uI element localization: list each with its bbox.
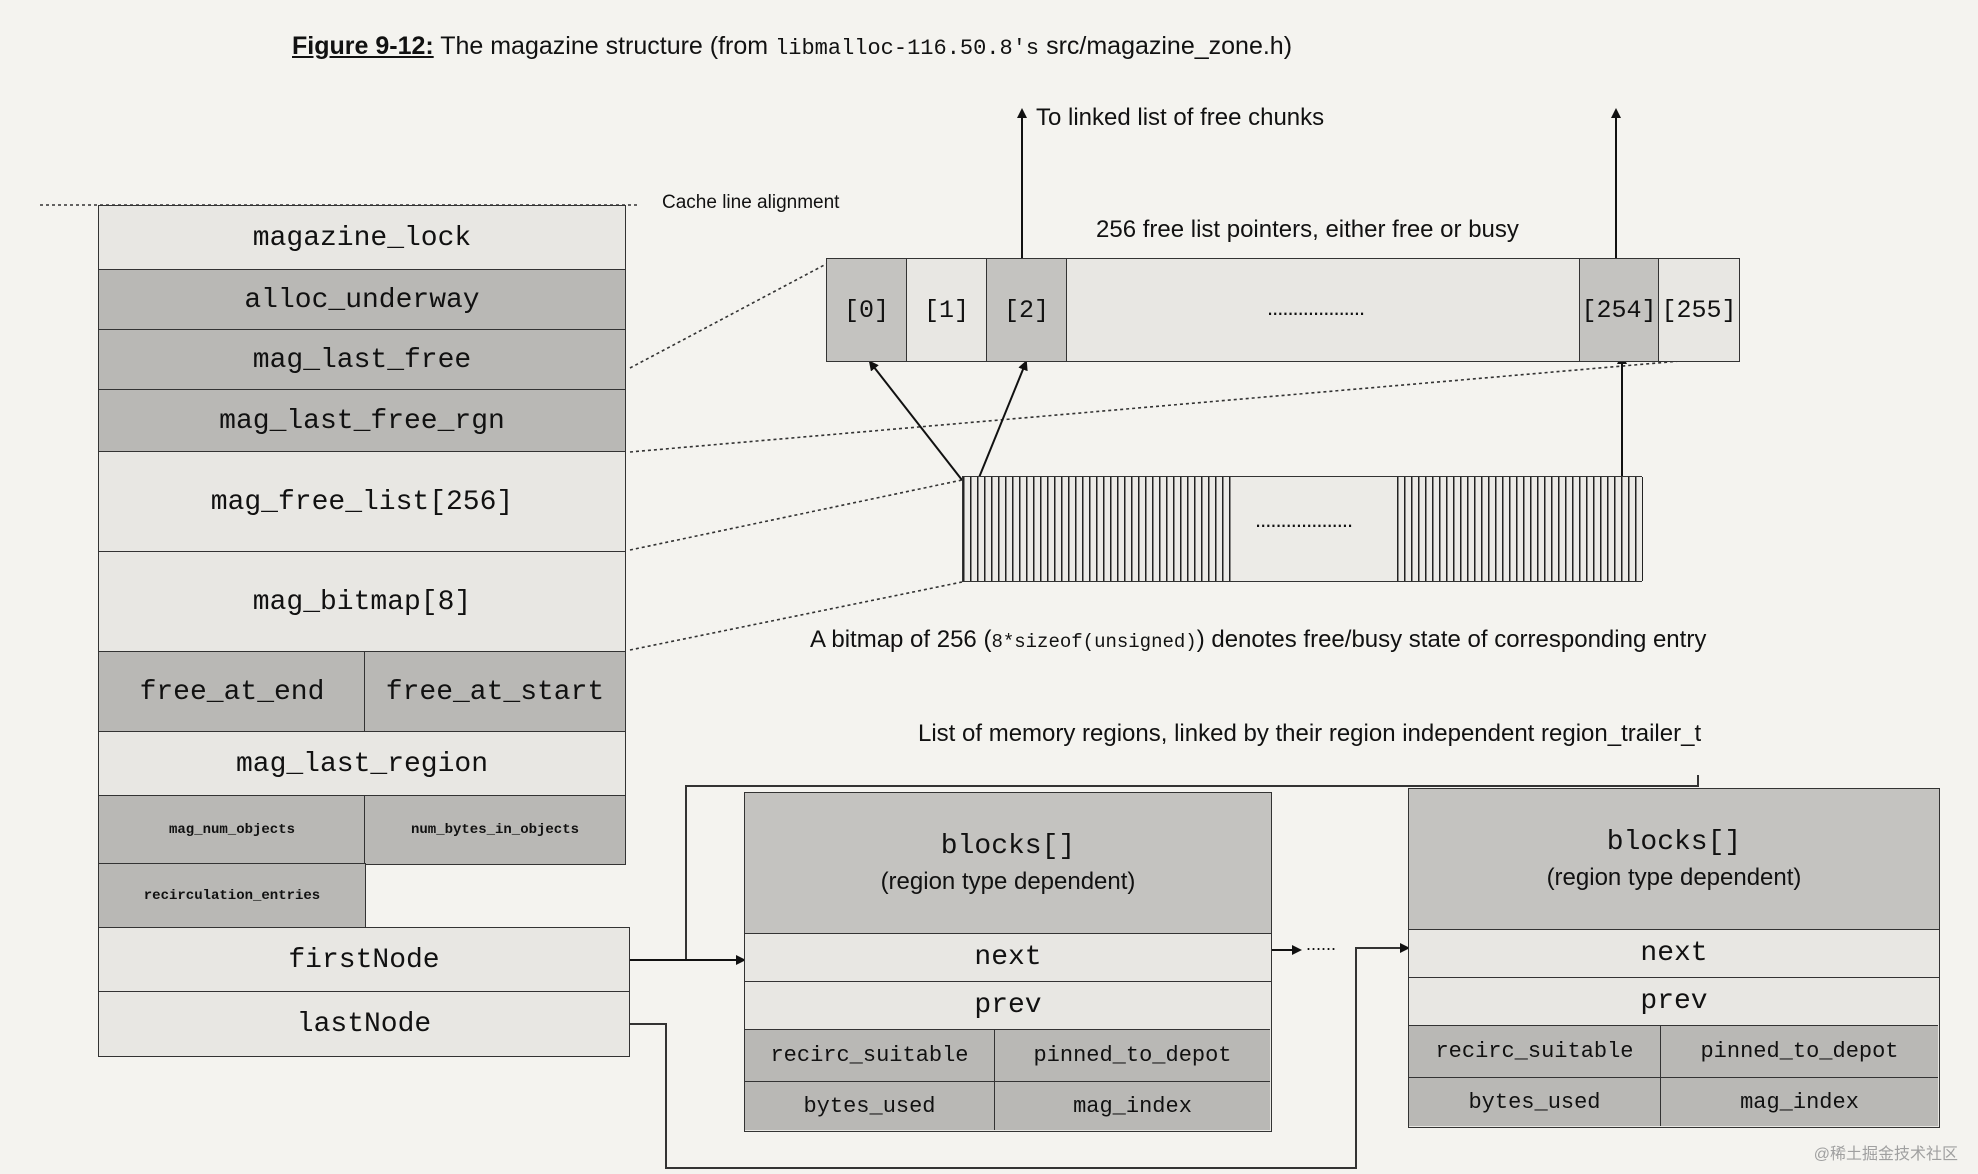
region-blocks: blocks[] (region type dependent) bbox=[745, 793, 1271, 933]
free-list-slot-2: [2] bbox=[987, 259, 1067, 361]
free-list-slot-1: [1] bbox=[907, 259, 987, 361]
bitmap-ellipsis: ................... bbox=[1255, 507, 1353, 532]
region-pinned-to-depot: pinned_to_depot bbox=[1661, 1025, 1938, 1077]
bitmap-stripes-left bbox=[963, 477, 1231, 581]
field-lastnode: lastNode bbox=[98, 991, 630, 1057]
region-link-ellipsis: ...... bbox=[1306, 934, 1337, 954]
cache-line-label: Cache line alignment bbox=[662, 192, 840, 213]
field-alloc-underway: alloc_underway bbox=[98, 269, 626, 331]
region-prev: prev bbox=[745, 981, 1271, 1029]
field-mag-last-region: mag_last_region bbox=[98, 731, 626, 797]
field-free-at-end: free_at_end bbox=[98, 651, 366, 733]
region-blocks-label: blocks[] bbox=[1606, 826, 1742, 858]
watermark: @稀土掘金技术社区 bbox=[1813, 1146, 1958, 1163]
projection-line bbox=[629, 581, 963, 651]
free-list-array: [0] [1] [2] ................... [254] [2… bbox=[826, 258, 1740, 362]
field-firstnode: firstNode bbox=[98, 927, 630, 993]
figure-title: Figure 9-12: The magazine structure (fro… bbox=[292, 32, 1292, 61]
region-prev: prev bbox=[1409, 977, 1939, 1025]
region-next: next bbox=[745, 933, 1271, 981]
memory-region-1: blocks[] (region type dependent) next pr… bbox=[744, 792, 1272, 1132]
field-mag-free-list: mag_free_list[256] bbox=[98, 451, 626, 553]
region-pinned-to-depot: pinned_to_depot bbox=[995, 1029, 1270, 1081]
field-mag-last-free: mag_last_free bbox=[98, 329, 626, 391]
region-blocks-label: blocks[] bbox=[940, 830, 1076, 862]
memory-region-2: blocks[] (region type dependent) next pr… bbox=[1408, 788, 1940, 1128]
figure-label: Figure 9-12: bbox=[292, 32, 434, 60]
projection-line bbox=[629, 261, 831, 369]
field-mag-last-free-rgn: mag_last_free_rgn bbox=[98, 389, 626, 453]
free-list-pointers-label: 256 free list pointers, either free or b… bbox=[1096, 216, 1519, 243]
region-bytes-used: bytes_used bbox=[745, 1081, 995, 1130]
field-mag-bitmap: mag_bitmap[8] bbox=[98, 551, 626, 653]
field-free-at-start: free_at_start bbox=[364, 651, 626, 733]
bitmap-label-suffix: ) denotes free/busy state of correspondi… bbox=[1196, 626, 1707, 653]
region-next: next bbox=[1409, 929, 1939, 977]
projection-line bbox=[629, 479, 963, 551]
bitmap-arrow bbox=[977, 360, 1028, 481]
free-list-slot-255: [255] bbox=[1661, 295, 1737, 325]
title-library: libmalloc-116.50.8's bbox=[775, 36, 1040, 61]
projection-line bbox=[629, 355, 1739, 453]
field-mag-num-objects: mag_num_objects bbox=[98, 795, 366, 865]
region-recirc-suitable: recirc_suitable bbox=[745, 1029, 995, 1081]
region-recirc-suitable: recirc_suitable bbox=[1409, 1025, 1661, 1077]
bitmap-label: A bitmap of 256 (8*sizeof(unsigned)) den… bbox=[810, 626, 1706, 654]
bitmap: ................... bbox=[962, 476, 1643, 582]
bitmap-arrow bbox=[868, 360, 963, 481]
free-list-ellipsis: ................... bbox=[1267, 295, 1365, 320]
free-list-slot-0: [0] bbox=[827, 259, 907, 361]
region-blocks-note: (region type dependent) bbox=[1546, 863, 1802, 891]
region-blocks: blocks[] (region type dependent) bbox=[1409, 789, 1939, 929]
bitmap-label-prefix: A bitmap of 256 ( bbox=[810, 626, 992, 653]
lastnode-link bbox=[630, 943, 1410, 1169]
region-blocks-note: (region type dependent) bbox=[880, 867, 1136, 895]
region-mag-index: mag_index bbox=[995, 1081, 1270, 1130]
region-mag-index: mag_index bbox=[1661, 1077, 1938, 1126]
bitmap-stripes-right bbox=[1397, 477, 1643, 581]
field-magazine-lock: magazine_lock bbox=[98, 205, 626, 271]
title-text: The magazine structure (from bbox=[440, 32, 769, 60]
bitmap-label-code: 8*sizeof(unsigned) bbox=[991, 631, 1197, 653]
region-bytes-used: bytes_used bbox=[1409, 1077, 1661, 1126]
free-list-slot-254: [254] bbox=[1579, 259, 1659, 361]
regions-list-label: List of memory regions, linked by their … bbox=[918, 720, 1702, 747]
field-recirculation-entries: recirculation_entries bbox=[98, 863, 366, 929]
title-source-file: src/magazine_zone.h) bbox=[1046, 32, 1293, 60]
free-chunks-label: To linked list of free chunks bbox=[1036, 104, 1325, 131]
field-num-bytes-in-objects: num_bytes_in_objects bbox=[364, 795, 626, 865]
